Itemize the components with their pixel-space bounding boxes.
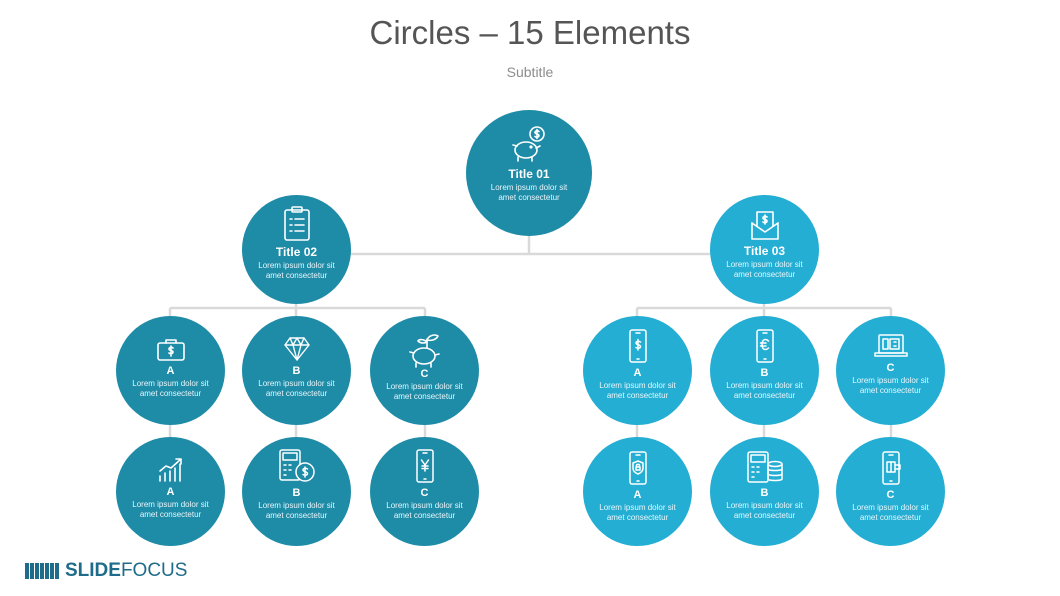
node-title-03: Title 03 Lorem ipsum dolor sit amet cons…: [710, 195, 819, 304]
node-body-line1: Lorem ipsum dolor sit: [132, 379, 209, 388]
node-body-line2: amet consectetur: [859, 385, 922, 395]
node-body-line2: amet consectetur: [265, 388, 328, 398]
node-body-line1: Lorem ipsum dolor sit: [258, 501, 335, 510]
node-title: B: [760, 487, 769, 499]
node-body-line1: Lorem ipsum dolor sit: [386, 382, 463, 391]
node-body-line1: Lorem ipsum dolor sit: [599, 503, 676, 512]
node-title: A: [633, 367, 642, 379]
laptop-safe-icon: [873, 334, 908, 357]
node-body-line2: amet consectetur: [393, 391, 456, 401]
node-body-line2: amet consectetur: [139, 388, 202, 398]
node-left-a-top: A Lorem ipsum dolor sit amet consectetur: [116, 316, 225, 425]
node-body-line2: amet consectetur: [606, 512, 669, 522]
node-title: B: [292, 365, 301, 377]
diamond-icon: [283, 337, 310, 361]
phone-shield-icon: [628, 451, 647, 485]
node-title: Title 01: [508, 167, 550, 181]
node-body-line2: amet consectetur: [265, 270, 328, 280]
node-right-c-bottom: C Lorem ipsum dolor sit amet consectetur: [836, 437, 945, 546]
node-title: Title 03: [743, 244, 786, 258]
node-body-line2: amet consectetur: [733, 510, 796, 520]
phone-yen-icon: [415, 449, 434, 483]
node-body-line1: Lorem ipsum dolor sit: [852, 376, 929, 385]
growth-chart-icon: [158, 458, 182, 482]
calculator-coins-icon: [746, 451, 783, 483]
node-title: B: [760, 367, 769, 379]
node-left-b-top: B Lorem ipsum dolor sit amet consectetur: [242, 316, 351, 425]
node-right-b-top: B Lorem ipsum dolor sit amet consectetur: [710, 316, 819, 425]
node-left-b-bottom: B Lorem ipsum dolor sit amet consectetur: [242, 437, 351, 546]
node-title: C: [420, 368, 429, 380]
node-body-line2: amet consectetur: [733, 390, 796, 400]
node-body-line1: Lorem ipsum dolor sit: [490, 183, 568, 192]
node-body-line1: Lorem ipsum dolor sit: [852, 503, 929, 512]
node-body-line1: Lorem ipsum dolor sit: [258, 379, 335, 388]
node-body-line1: Lorem ipsum dolor sit: [726, 260, 803, 269]
node-right-a-bottom: A Lorem ipsum dolor sit amet consectetur: [583, 437, 692, 546]
node-body-line1: Lorem ipsum dolor sit: [599, 381, 676, 390]
node-body-line1: Lorem ipsum dolor sit: [132, 500, 209, 509]
phone-dollar-icon: [628, 329, 647, 363]
node-body-line2: amet consectetur: [393, 510, 456, 520]
node-body-line2: amet consectetur: [498, 192, 560, 202]
page-subtitle: Subtitle: [506, 64, 554, 80]
node-title: A: [633, 489, 642, 501]
node-body-line1: Lorem ipsum dolor sit: [726, 501, 803, 510]
node-body-line1: Lorem ipsum dolor sit: [386, 501, 463, 510]
node-title-02: Title 02 Lorem ipsum dolor sit amet cons…: [242, 195, 351, 304]
node-title: A: [166, 486, 175, 498]
node-left-c-top: C Lorem ipsum dolor sit amet consectetur: [370, 316, 479, 425]
node-title: Title 02: [275, 245, 318, 259]
node-title: C: [420, 487, 429, 499]
logo-text-bold: SLIDE: [65, 560, 121, 581]
node-right-c-top: C Lorem ipsum dolor sit amet consectetur: [836, 316, 945, 425]
node-left-c-bottom: C Lorem ipsum dolor sit amet consectetur: [370, 437, 479, 546]
page-title: Circles – 15 Elements: [369, 14, 691, 51]
node-body-line2: amet consectetur: [859, 512, 922, 522]
piggy-bank-dollar-icon: [512, 126, 545, 162]
wallet-dollar-icon: [156, 339, 185, 361]
logo-bars-icon: [25, 563, 60, 579]
node-left-a-bottom: A Lorem ipsum dolor sit amet consectetur: [116, 437, 225, 546]
node-body-line2: amet consectetur: [139, 509, 202, 519]
node-right-a-top: A Lorem ipsum dolor sit amet consectetur: [583, 316, 692, 425]
envelope-dollar-icon: [750, 211, 779, 240]
node-body-line1: Lorem ipsum dolor sit: [258, 261, 335, 270]
node-title: A: [166, 365, 175, 377]
node-title-01: Title 01 Lorem ipsum dolor sit amet cons…: [466, 110, 592, 236]
node-body-line2: amet consectetur: [733, 269, 796, 279]
node-body-line1: Lorem ipsum dolor sit: [726, 381, 803, 390]
piggy-bank-plant-icon: [408, 334, 440, 368]
node-right-b-bottom: B Lorem ipsum dolor sit amet consectetur: [710, 437, 819, 546]
calculator-coin-icon: [278, 449, 315, 482]
node-body-line2: amet consectetur: [265, 510, 328, 520]
clipboard-checklist-icon: [283, 206, 310, 241]
node-title: B: [292, 487, 301, 499]
phone-card-icon: [881, 451, 901, 485]
node-title: C: [886, 489, 895, 501]
logo-text-regular: FOCUS: [120, 560, 188, 581]
node-body-line2: amet consectetur: [606, 390, 669, 400]
node-title: C: [886, 362, 895, 374]
phone-euro-icon: [755, 329, 774, 363]
